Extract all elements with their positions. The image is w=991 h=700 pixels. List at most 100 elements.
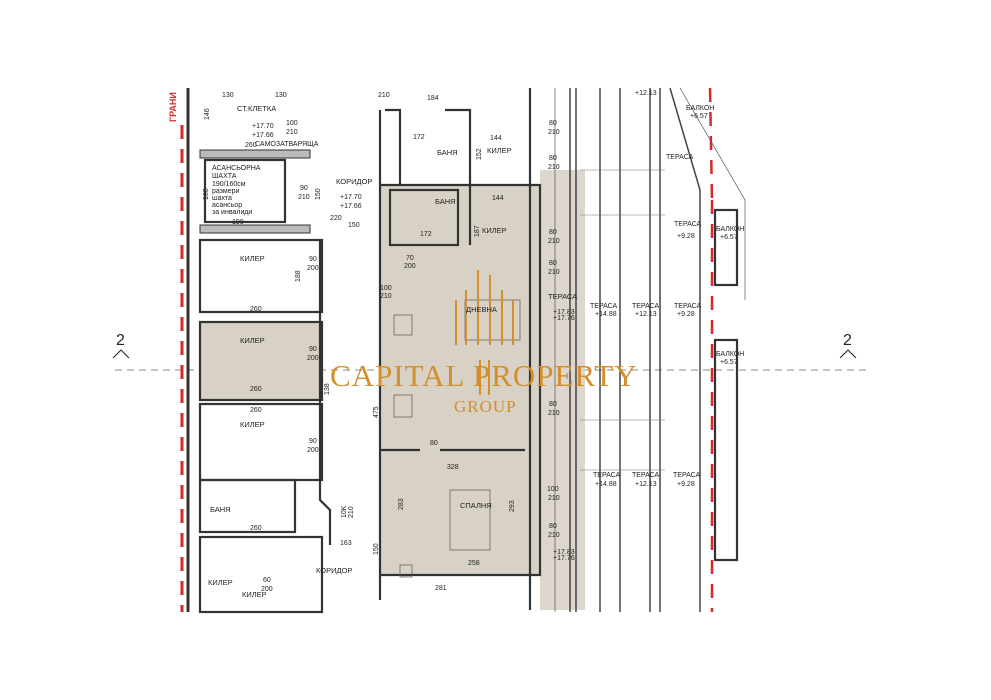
level-mark: +6.57 bbox=[720, 359, 738, 366]
dimension: 80 bbox=[549, 523, 557, 530]
dimension: 475 bbox=[373, 406, 380, 418]
dimension: 188 bbox=[295, 270, 302, 282]
dimension: 80 bbox=[430, 440, 438, 447]
room-bedroom: СПАЛНЯ bbox=[460, 501, 492, 510]
dimension: 80 bbox=[549, 260, 557, 267]
level-mark: +17.66 bbox=[252, 132, 274, 139]
elevator-label: шахта bbox=[212, 195, 232, 202]
terrace-fill bbox=[540, 170, 585, 610]
level-mark: +17.83 bbox=[553, 549, 575, 556]
dimension: 172 bbox=[413, 134, 425, 141]
room-bath: БАНЯ bbox=[437, 148, 458, 157]
room-balcony: БАЛКОН bbox=[716, 351, 744, 358]
dimension: 146 bbox=[204, 108, 211, 120]
level-mark: +17.70 bbox=[252, 123, 274, 130]
room-stairwell: СТ.КЛЕТКА bbox=[237, 104, 276, 113]
watermark-title: CAPITAL PROPERTY bbox=[330, 358, 638, 393]
room-labels: СТ.КЛЕТКА АСАНСЬОРНА ШАХТА 190/160см раз… bbox=[208, 104, 744, 599]
boundary-label: ГРАНИ bbox=[168, 92, 178, 122]
dimension: 283 bbox=[398, 498, 405, 510]
dimension: 80 bbox=[549, 120, 557, 127]
dimension: 70 bbox=[406, 255, 414, 262]
dimension: 210 bbox=[548, 129, 560, 136]
storage-fill bbox=[200, 322, 322, 400]
dimension: 260 bbox=[245, 142, 257, 149]
dimension: 138 bbox=[324, 383, 331, 395]
dimension: 80 bbox=[549, 229, 557, 236]
dimension: 150 bbox=[315, 188, 322, 200]
apartment-fill bbox=[380, 300, 540, 575]
section-marker-right: 2 bbox=[839, 332, 857, 359]
dimension: 90 bbox=[309, 256, 317, 263]
dimension: 260 bbox=[250, 525, 262, 532]
dimension: 184 bbox=[427, 95, 439, 102]
self-closing-door-label: САМОЗАТВАРЯЩА bbox=[255, 141, 319, 148]
level-mark: +14.88 bbox=[595, 311, 617, 318]
level-mark: +17.70 bbox=[340, 194, 362, 201]
elevator-label: асансьор bbox=[212, 202, 242, 209]
room-terrace: ТЕРАСА bbox=[548, 292, 577, 301]
dimension: 200 bbox=[404, 263, 416, 270]
dimension: 100 bbox=[547, 486, 559, 493]
section-marker-left: 2 bbox=[112, 332, 130, 359]
room-storage: КИЛЕР bbox=[240, 336, 265, 345]
dimension: 210 bbox=[548, 164, 560, 171]
room-terrace: ТЕРАСА bbox=[673, 472, 701, 479]
dimension: 200 bbox=[307, 355, 319, 362]
room-terrace: ТЕРАСА bbox=[666, 154, 694, 161]
level-mark: +17.83 bbox=[553, 309, 575, 316]
elevator-label: за инвалиди bbox=[212, 209, 252, 216]
section-label: 2 bbox=[116, 332, 125, 349]
room-balcony: БАЛКОН bbox=[686, 105, 714, 112]
room-bath: БАНЯ bbox=[435, 197, 456, 206]
dimension: 258 bbox=[468, 560, 480, 567]
dimension: 260 bbox=[250, 306, 262, 313]
level-mark: +17.76 bbox=[553, 555, 575, 562]
level-mark: +17.76 bbox=[553, 315, 575, 322]
dimension: 210 bbox=[548, 269, 560, 276]
dimension: 200 bbox=[307, 265, 319, 272]
dimension: 293 bbox=[509, 500, 516, 512]
dimension: 90 bbox=[300, 185, 308, 192]
dimension: 210 bbox=[348, 506, 355, 518]
dimension: 281 bbox=[435, 585, 447, 592]
room-corridor-top: КОРИДОР bbox=[336, 177, 372, 186]
level-mark: +14.88 bbox=[595, 481, 617, 488]
room-storage: КИЛЕР bbox=[240, 254, 265, 263]
room-storage: КИЛЕР bbox=[482, 226, 507, 235]
elevator-label: ШАХТА bbox=[212, 173, 237, 180]
level-mark: +9.28 bbox=[677, 481, 695, 488]
dimension: 163 bbox=[340, 540, 352, 547]
section-label: 2 bbox=[843, 332, 852, 349]
dimension: 144 bbox=[492, 195, 504, 202]
dimension: 210 bbox=[548, 495, 560, 502]
dimension: 190 bbox=[232, 219, 244, 226]
dimension: 150 bbox=[373, 543, 380, 555]
dimension: 200 bbox=[307, 447, 319, 454]
level-mark: +17.66 bbox=[340, 203, 362, 210]
dimension: 100 bbox=[380, 285, 392, 292]
room-terrace: ТЕРАСА bbox=[674, 221, 702, 228]
dimension: 144 bbox=[490, 135, 502, 142]
level-mark: +9.28 bbox=[677, 311, 695, 318]
dimension: 90 bbox=[309, 438, 317, 445]
dimension: 210 bbox=[286, 129, 298, 136]
watermark-logo-bars bbox=[455, 270, 514, 395]
room-terrace: ТЕРАСА bbox=[590, 303, 618, 310]
room-balcony: БАЛКОН bbox=[716, 226, 744, 233]
dimension: 220 bbox=[330, 215, 342, 222]
dimension: 210 bbox=[548, 410, 560, 417]
watermark-subtitle: GROUP bbox=[454, 397, 517, 416]
room-corridor-bottom: КОРИДОР bbox=[316, 566, 352, 575]
room-storage: КИЛЕР bbox=[487, 146, 512, 155]
dimension: 130 bbox=[275, 92, 287, 99]
room-storage: КИЛЕР bbox=[208, 578, 233, 587]
level-mark: +6.57 bbox=[690, 113, 708, 120]
dimension: 260 bbox=[250, 407, 262, 414]
dimension: 150 bbox=[348, 222, 360, 229]
dimension: 210 bbox=[380, 293, 392, 300]
room-bath: БАНЯ bbox=[210, 505, 231, 514]
dimension: 80 bbox=[549, 401, 557, 408]
dimension: 10K bbox=[341, 505, 348, 518]
level-mark: +12.13 bbox=[635, 311, 657, 318]
